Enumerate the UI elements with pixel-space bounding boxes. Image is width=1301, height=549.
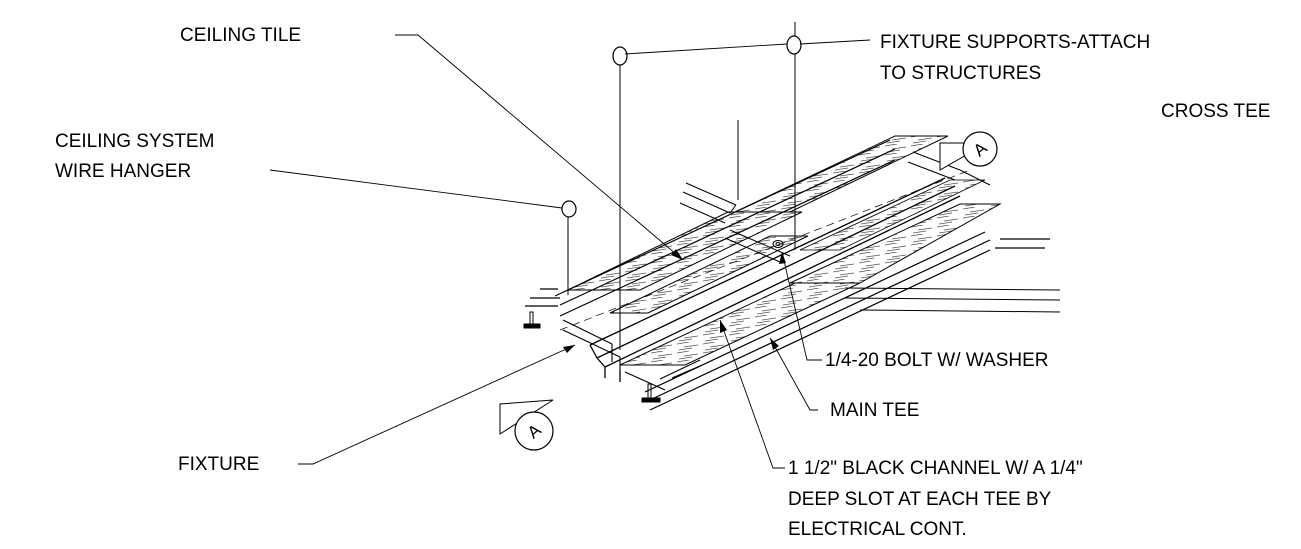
tile-upper-mid xyxy=(609,235,809,314)
leader-wire-hanger xyxy=(269,169,563,209)
leader-fixture xyxy=(298,344,576,465)
leader-arrowheads xyxy=(563,249,786,353)
label-fixture: FIXTURE xyxy=(178,454,259,475)
leader-channel xyxy=(719,319,785,469)
leader-lines xyxy=(269,34,871,469)
main-tees xyxy=(525,139,1050,411)
tile-lower-right xyxy=(789,203,1002,284)
hanger-eye-wire xyxy=(561,200,577,218)
hanger-eye-left xyxy=(612,46,628,66)
label-fixture-supports-2: TO STRUCTURES xyxy=(880,63,1041,84)
label-channel-2: DEEP SLOT AT EACH TEE BY xyxy=(788,489,1052,510)
leader-fixture-supports-right xyxy=(799,39,871,45)
label-ceiling-tile: CEILING TILE xyxy=(180,25,301,46)
black-channel xyxy=(589,177,961,382)
ceiling-tiles xyxy=(567,135,1002,366)
tile-lower-far xyxy=(799,179,986,251)
leader-fixture-supports xyxy=(624,43,788,55)
bolt-washer xyxy=(772,239,784,249)
label-wire-hanger-2: WIRE HANGER xyxy=(55,161,191,182)
channel-centerline xyxy=(559,169,971,331)
leader-main-tee xyxy=(769,337,818,411)
leader-bolt xyxy=(781,251,822,361)
hanger-eyes xyxy=(561,35,802,218)
label-main-tee: MAIN TEE xyxy=(830,400,919,421)
section-marker-bottom: A xyxy=(499,399,554,451)
cross-tees xyxy=(679,151,1061,313)
fixture-body xyxy=(562,319,701,391)
hanger-wires xyxy=(567,22,796,350)
label-channel-3: ELECTRICAL CONT. xyxy=(788,519,967,540)
tee-profile-left xyxy=(523,311,661,403)
annotations: CEILING TILE FIXTURE SUPPORTS-ATTACH TO … xyxy=(55,25,1270,540)
label-bolt: 1/4-20 BOLT W/ WASHER xyxy=(825,350,1048,371)
hanger-eye-right xyxy=(786,35,802,55)
label-channel-1: 1 1/2" BLACK CHANNEL W/ A 1/4" xyxy=(788,458,1083,479)
label-fixture-supports-1: FIXTURE SUPPORTS-ATTACH xyxy=(880,32,1150,53)
section-marker-top: A xyxy=(939,131,998,171)
label-cross-tee: CROSS TEE xyxy=(1161,101,1270,122)
label-wire-hanger-1: CEILING SYSTEM xyxy=(55,131,214,152)
leader-ceiling-tile xyxy=(395,34,684,261)
